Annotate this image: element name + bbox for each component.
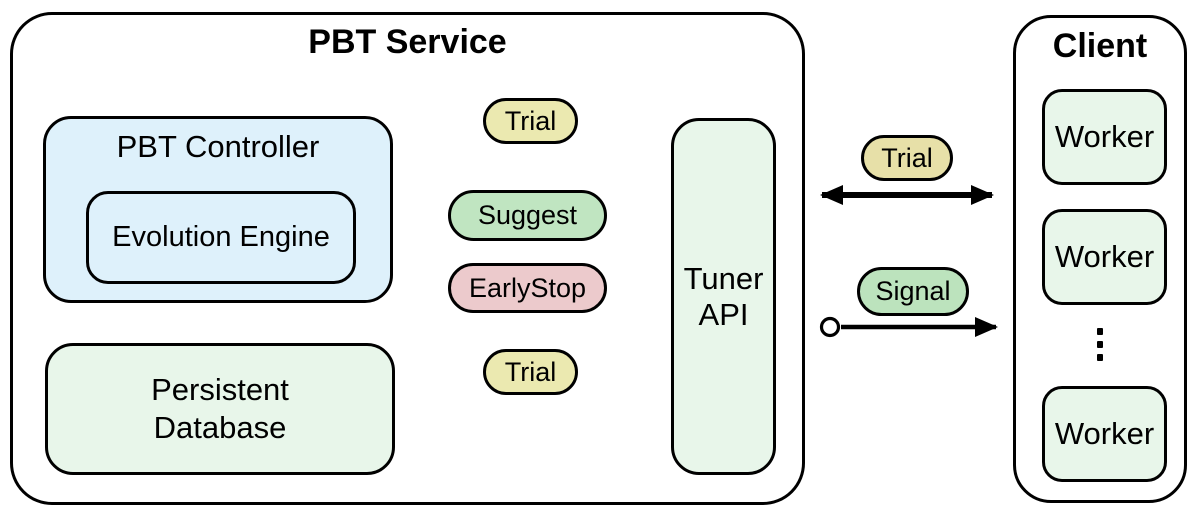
signal-pill: Signal	[857, 267, 969, 316]
suggest-pill: Suggest	[448, 190, 607, 241]
earlystop-pill: EarlyStop	[448, 263, 607, 313]
persistent-database-box: Persistent Database	[45, 343, 395, 475]
pbt-service-box: PBT Service PBT Controller Evolution Eng…	[10, 12, 805, 505]
trial-pill-client: Trial	[861, 135, 953, 181]
trial-pill-top: Trial	[483, 98, 578, 144]
trial-pill-bottom: Trial	[483, 349, 578, 395]
suggest-pill-label: Suggest	[477, 200, 578, 230]
earlystop-pill-label: EarlyStop	[468, 272, 587, 303]
trial-pill-client-label: Trial	[881, 142, 933, 173]
worker-box-3: Worker	[1042, 386, 1167, 482]
trial-pill-top-label: Trial	[504, 105, 557, 136]
tuner-api-label-line1: Tuner	[683, 260, 764, 296]
pbt-controller-box: PBT Controller Evolution Engine	[43, 116, 393, 303]
vertical-ellipsis-icon	[1016, 328, 1184, 361]
worker-box-2: Worker	[1042, 209, 1167, 305]
tuner-api-box: Tuner API	[671, 118, 776, 475]
worker-label-1: Worker	[1054, 119, 1155, 154]
signal-pill-label: Signal	[875, 276, 951, 306]
signal-arrow-origin-circle-icon	[819, 316, 841, 338]
worker-label-2: Worker	[1054, 239, 1155, 274]
persistent-database-label-line2: Database	[153, 410, 287, 445]
pbt-controller-label: PBT Controller	[116, 129, 320, 164]
client-title: Client	[1052, 27, 1148, 65]
pbt-service-title: PBT Service	[308, 23, 507, 61]
persistent-database-label-line1: Persistent	[151, 372, 289, 407]
trial-pill-bottom-label: Trial	[504, 356, 557, 387]
worker-box-1: Worker	[1042, 89, 1167, 185]
evolution-engine-label: Evolution Engine	[112, 221, 330, 253]
tuner-api-label-line2: API	[698, 296, 749, 332]
client-box: Client Worker Worker Worker	[1013, 15, 1187, 503]
worker-label-3: Worker	[1054, 416, 1155, 451]
evolution-engine-box: Evolution Engine	[86, 191, 356, 284]
